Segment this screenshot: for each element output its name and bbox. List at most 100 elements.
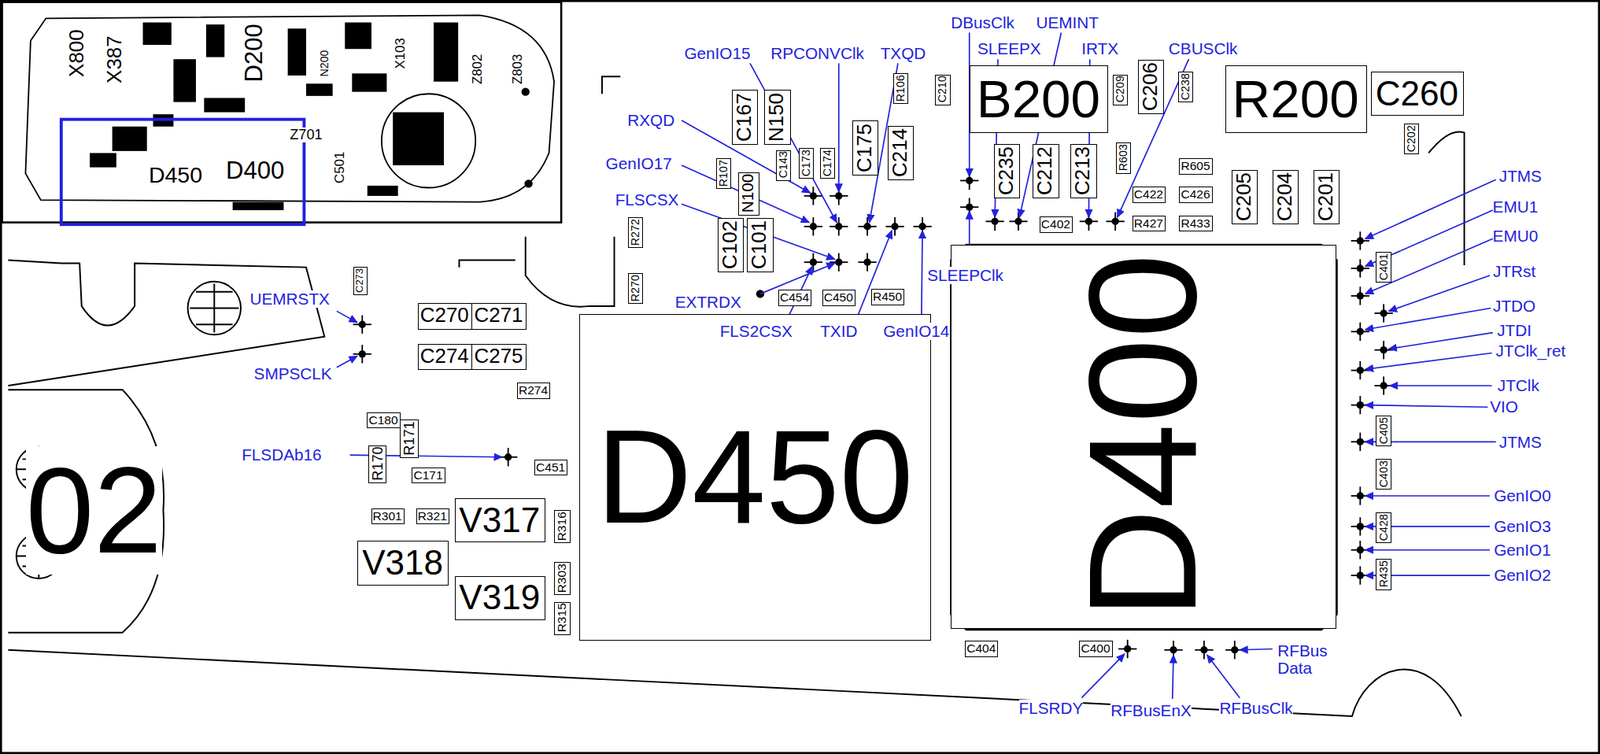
part-designator: R433 [1180,217,1210,230]
component-outline: C260 [1370,71,1464,116]
component-outline: C405 [1375,415,1391,447]
part-designator: C260 [1375,76,1459,111]
part-designator: D200 [240,23,267,82]
part-designator: R171 [401,421,416,455]
signal-name: GenIO15 [683,44,751,63]
part-designator: C275 [474,346,524,367]
part-designator: X387 [103,35,126,84]
part-designator: C174 [821,149,833,177]
signal-name: RFBusEnX [1110,702,1192,720]
component-outline: N100 [738,172,760,216]
component-outline: C206 [1138,59,1164,115]
component-outline: C400 [1078,640,1113,658]
component-outline: R321 [416,508,450,525]
component-outline: C403 [1375,458,1391,490]
component-outline: C273 [353,266,368,296]
component-outline: D400 [950,244,1337,630]
component-outline: R316 [554,509,571,544]
component-outline: C402 [1039,216,1073,233]
part-designator: R200 [1232,72,1360,126]
part-designator: V318 [362,545,444,581]
part-designator: C235 [996,146,1017,196]
component-outline: R435 [1375,558,1391,590]
signal-name: JTMS [1499,167,1542,185]
component-outline: R170 [368,445,387,484]
part-designator: C405 [1377,417,1389,444]
signal-name: GenIO1 [1493,541,1552,559]
signal-name: TXQD [880,44,927,63]
component-outline: C450 [822,289,856,307]
signal-name: GenIO14 [883,322,950,340]
signal-name: GenIO3 [1493,517,1552,536]
component-outline: C180 [366,412,400,429]
component-outline: R303 [554,561,571,595]
part-designator: R316 [555,511,569,541]
component-outline: C213 [1070,144,1097,199]
component-outline: V319 [454,576,546,621]
part-designator: Z701 [289,127,322,143]
component-outline: R171 [399,419,418,458]
part-designator: C454 [779,291,810,304]
part-designator: X103 [392,37,407,69]
component-outline: R274 [517,382,551,400]
component-outline: R427 [1132,215,1166,233]
part-designator: C451 [535,461,566,474]
part-designator: R435 [1377,560,1389,588]
part-designator: R315 [555,603,569,633]
part-designator: C171 [413,469,443,482]
part-designator: N100 [740,173,758,214]
part-designator: Z802 [470,54,485,85]
component-outline: C422 [1132,186,1166,204]
signal-name: RFBus Data [1277,642,1333,677]
component-outline: R200 [1225,65,1368,134]
part-designator: Z803 [511,54,526,85]
component-outline: C212 [1032,144,1059,199]
part-designator: R605 [1180,159,1210,173]
part-designator: C204 [1274,172,1296,222]
component-outline: C167 [731,89,758,145]
signal-name: FLSRDY [1019,699,1084,717]
part-designator: R603 [1117,144,1129,171]
signal-name: SMPSCLK [254,365,333,383]
component-outline: C202 [1404,123,1419,155]
component-outline: C235 [993,144,1020,199]
component-outline: C214 [887,125,914,181]
component-outline: C175 [852,120,879,175]
part-designator: C271 [474,305,524,326]
part-designator: C205 [1234,172,1255,222]
part-designator: C180 [368,413,398,427]
component-outline: C275 [471,343,526,370]
part-designator: C173 [800,149,812,177]
part-designator: C101 [749,220,770,270]
component-outline: R301 [371,508,405,525]
part-designator: N150 [767,92,788,142]
part-designator: C450 [824,291,854,304]
component-outline: C102 [717,218,744,273]
part-designator: R272 [629,218,641,246]
component-outline: C174 [820,147,836,179]
component-outline: C201 [1313,169,1340,225]
part-designator: C202 [1405,125,1417,152]
component-outline: C428 [1375,512,1391,544]
signal-name: EMU1 [1492,198,1539,216]
part-designator: V317 [458,502,540,538]
component-outline: C171 [411,467,445,485]
signal-name: UEMINT [1035,14,1098,32]
part-designator: C273 [354,268,366,293]
part-designator: C404 [966,642,996,655]
part-designator: C422 [1134,188,1164,201]
signal-name: FLS2CSX [720,322,793,340]
part-designator: N200 [318,49,331,77]
part-designator: C400 [1080,642,1110,655]
component-outline: R450 [871,288,905,306]
part-designator: C201 [1315,172,1337,222]
signal-name: IRTX [1081,40,1119,58]
component-outline: C426 [1178,186,1213,204]
part-designator: C214 [890,128,911,178]
signal-name: JTDI [1496,321,1532,340]
component-outline: R106 [893,73,909,104]
signal-name: RFBusClk [1219,699,1293,717]
part-designator: C167 [734,92,755,142]
component-outline: C401 [1375,251,1391,283]
